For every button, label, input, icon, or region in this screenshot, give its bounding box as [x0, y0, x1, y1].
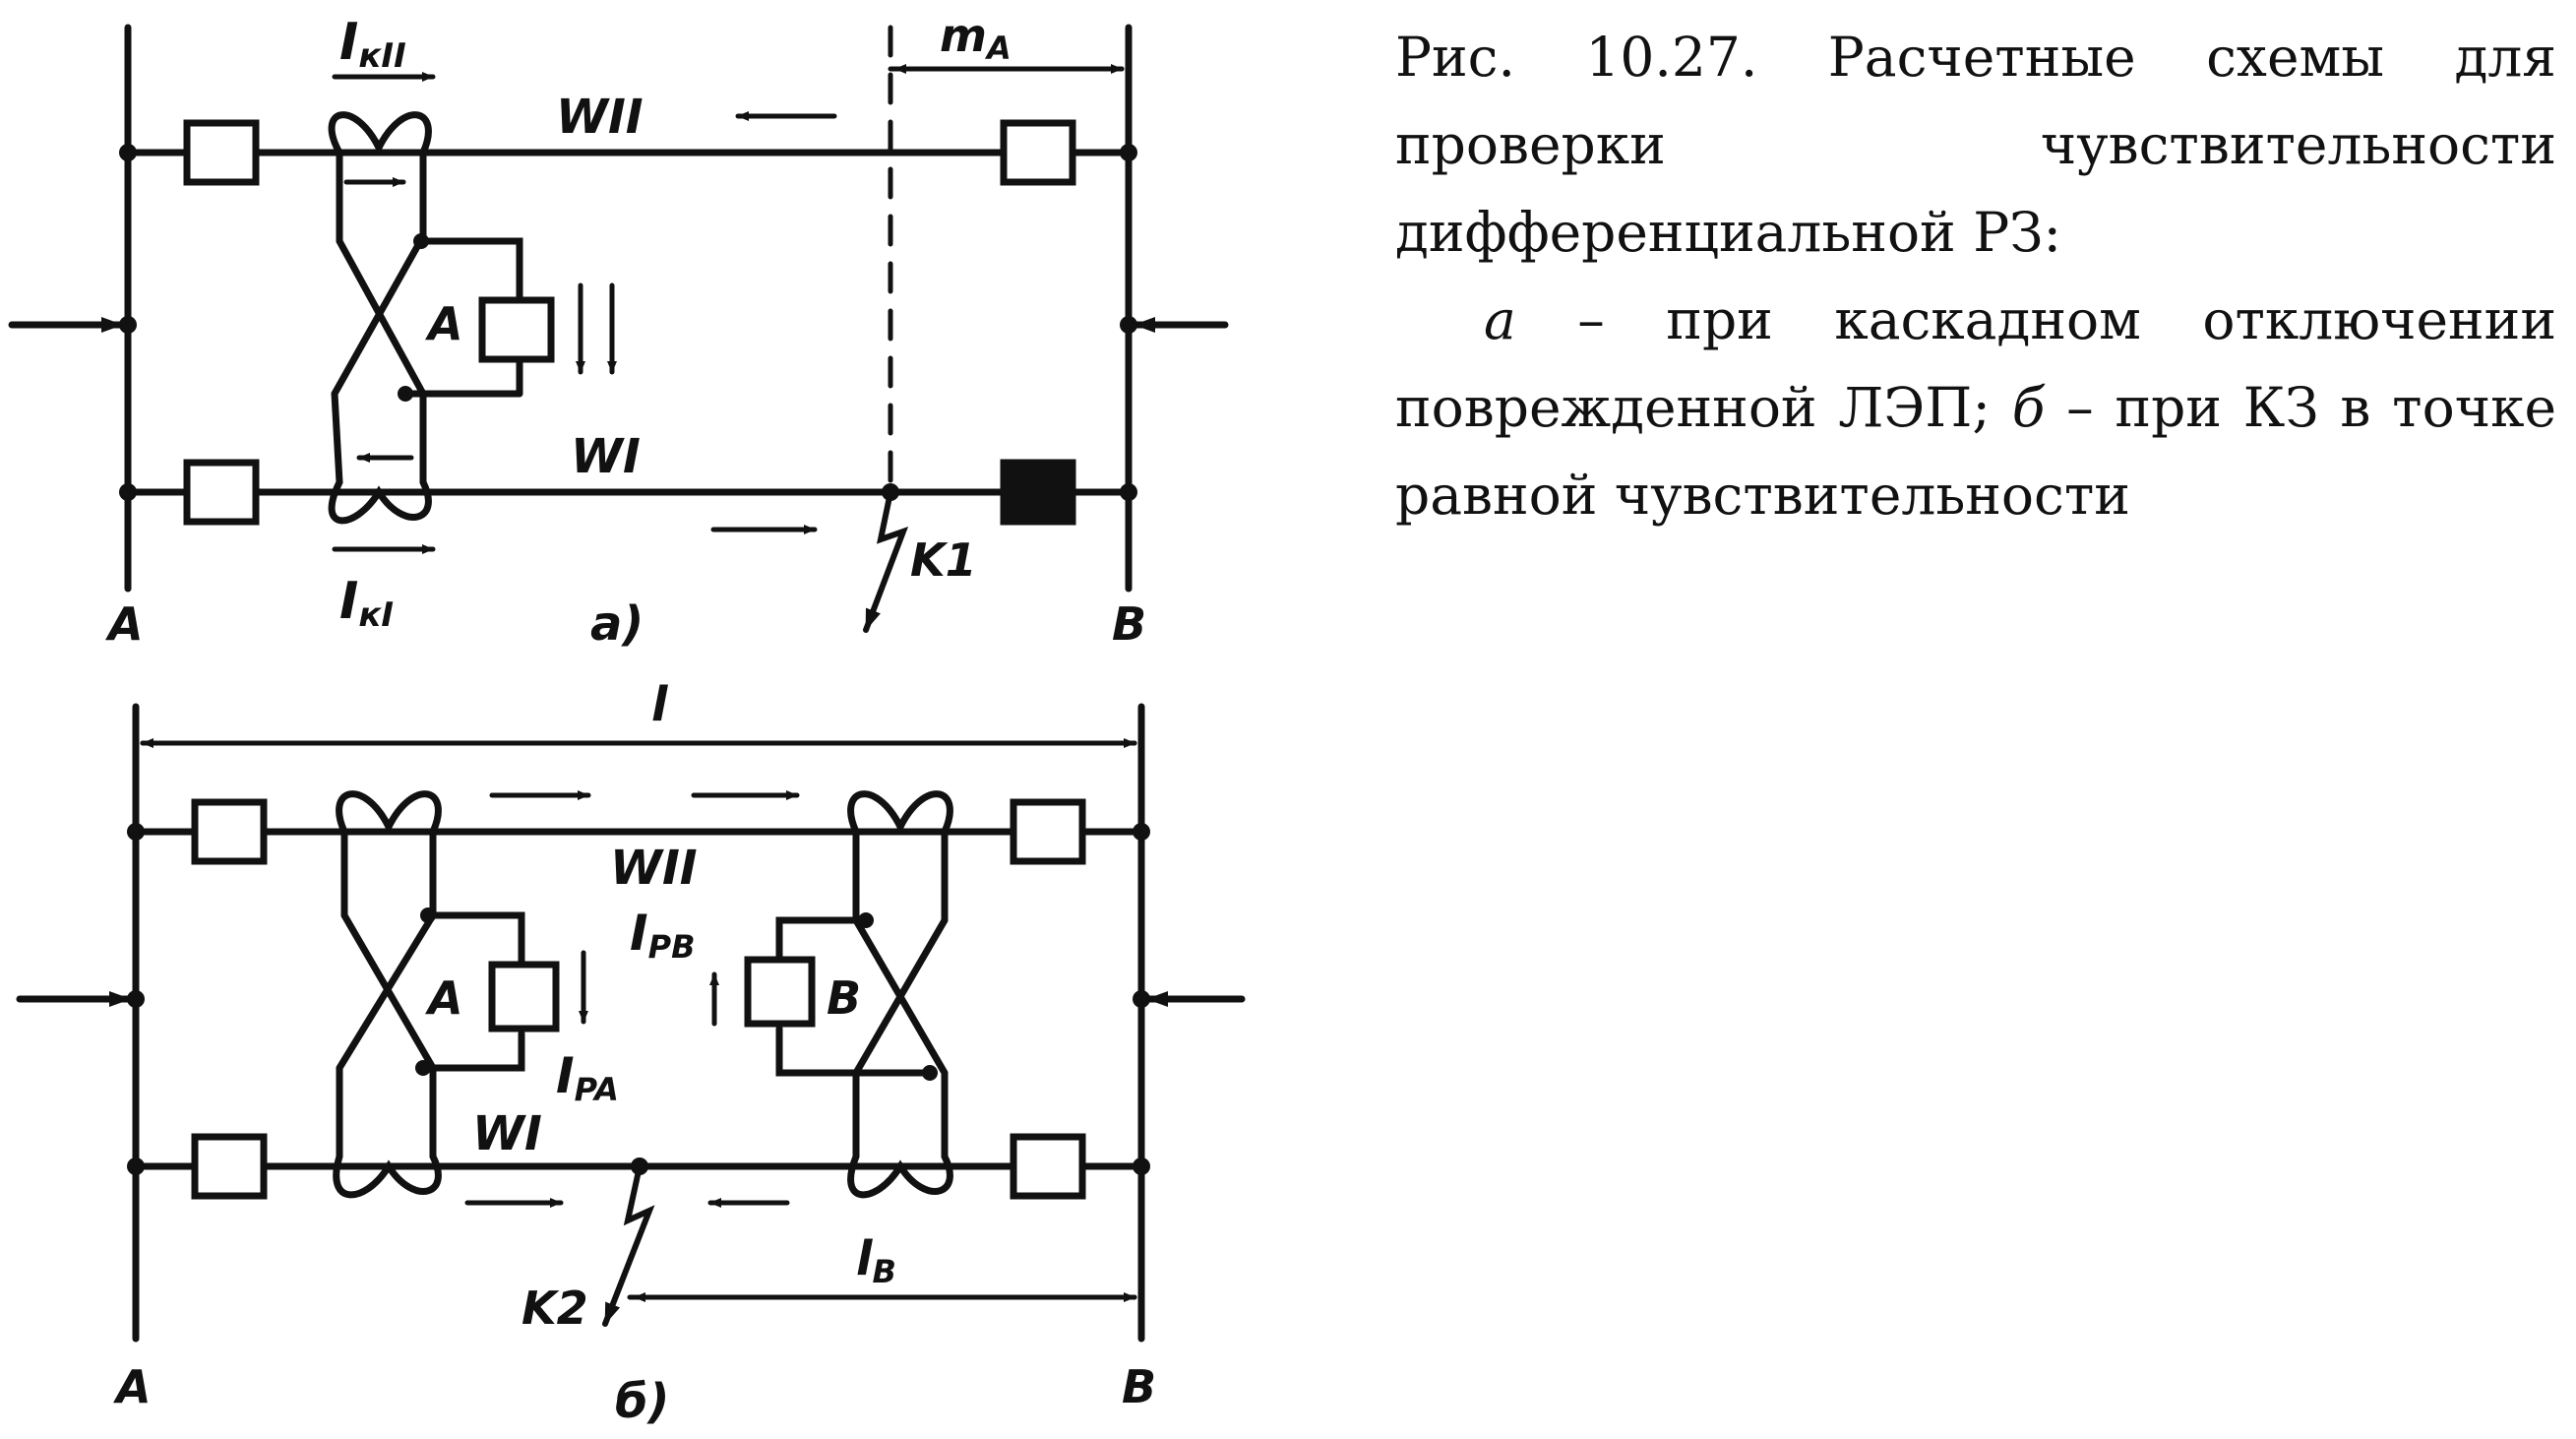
ct-winding-a — [333, 790, 442, 1199]
diagram-b — [16, 703, 1246, 1343]
breaker — [1010, 1133, 1086, 1200]
figure-caption: Рис. 10.27. Расчетные схемы для проверки… — [1395, 14, 2556, 539]
label-lb: lB — [856, 1231, 896, 1290]
relay-b — [744, 956, 816, 1028]
label-l: l — [651, 677, 668, 732]
diagram-a — [8, 24, 1229, 633]
caption-title: Рис. 10.27. Расчетные схемы для проверки… — [1395, 26, 2556, 264]
relay-a — [488, 961, 560, 1032]
breaker — [183, 459, 260, 526]
panel-label-b: б) — [615, 1374, 669, 1429]
svg-text:IкII: IкII — [339, 13, 406, 76]
fault-k1-symbol — [863, 489, 909, 633]
label-ipa: IPA — [556, 1047, 619, 1108]
breaker — [191, 798, 268, 865]
label-bus-a: A — [105, 597, 144, 651]
label-ma: mA — [940, 9, 1012, 67]
fault-k2-symbol — [602, 1163, 655, 1327]
label-wii: WII — [556, 90, 644, 145]
breaker — [191, 1133, 268, 1200]
ct-winding-b — [847, 790, 953, 1199]
label-k1: K1 — [910, 533, 977, 587]
breaker — [1000, 119, 1076, 186]
relay-a — [478, 296, 555, 363]
breaker — [1010, 798, 1086, 865]
label-ici: IкI — [339, 572, 394, 635]
label-wii: WII — [610, 841, 698, 896]
caption-legend: а – при каскадном отключении поврежденно… — [1395, 288, 2557, 527]
label-relay-a: A — [425, 971, 463, 1025]
label-k2: K2 — [521, 1282, 588, 1335]
label-relay-b: B — [827, 971, 861, 1025]
relay-b-leads — [775, 916, 934, 1077]
ct-winding-wii — [328, 111, 432, 525]
label-bus-a: A — [113, 1360, 152, 1413]
label-ipb: IPB — [630, 905, 695, 966]
label-wi: WI — [571, 429, 641, 484]
relay-a-leads — [401, 237, 523, 398]
label-wi: WI — [472, 1106, 542, 1161]
label-relay-a: A — [425, 297, 463, 350]
label-bus-b: B — [1112, 597, 1146, 651]
panel-label-a: a) — [590, 596, 644, 652]
relay-a-leads — [419, 911, 525, 1072]
breaker — [183, 119, 260, 186]
breaker-open — [1000, 459, 1076, 526]
label-bus-b: B — [1122, 1360, 1156, 1413]
